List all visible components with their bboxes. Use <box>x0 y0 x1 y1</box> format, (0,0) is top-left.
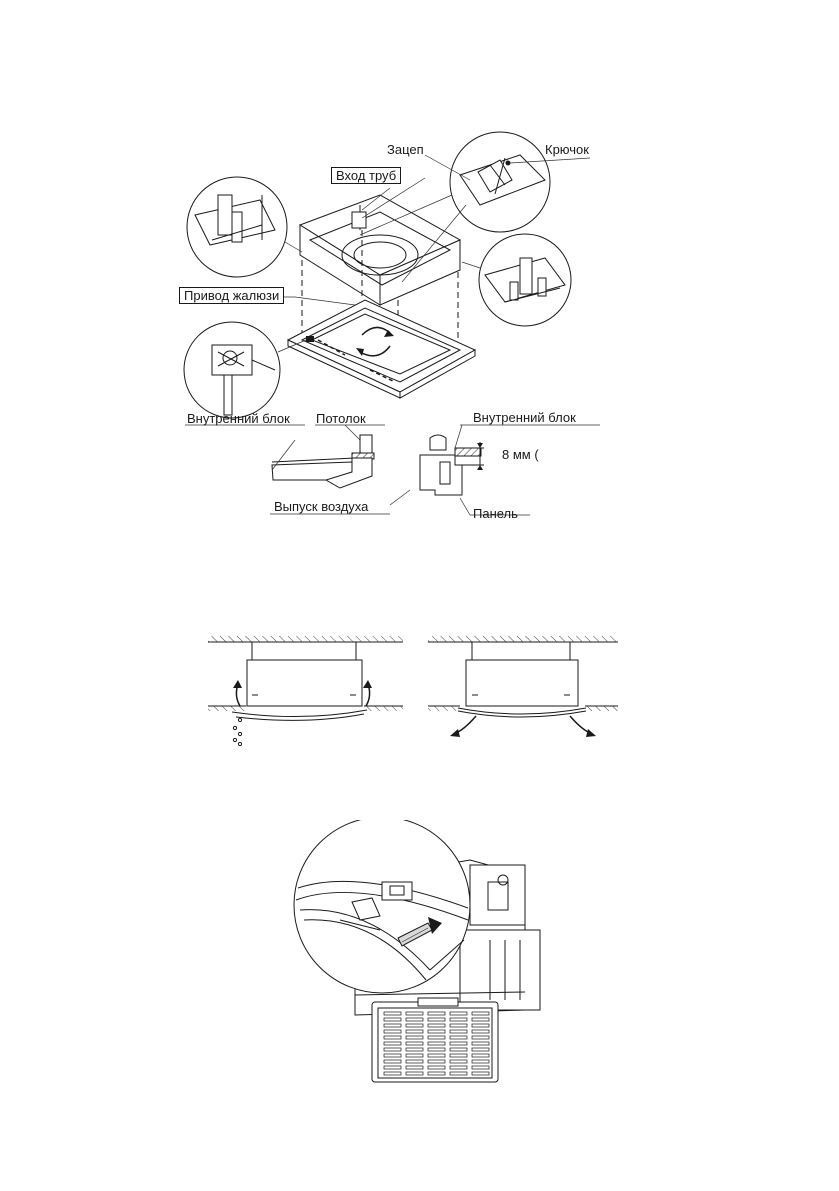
detail-circle-right-middle <box>478 233 572 327</box>
detail-circle-right-top <box>449 131 551 233</box>
grille-drawing <box>371 997 499 1083</box>
figure-grille-attachment <box>0 820 839 1100</box>
label-ceiling: Потолок <box>316 411 366 426</box>
section-gap-drawing <box>419 424 600 516</box>
panel-mounting-drawing <box>180 131 600 516</box>
label-gap-8mm: 8 мм ( <box>502 447 539 462</box>
detail-circle-left-bottom <box>183 321 281 419</box>
label-hook: Крючок <box>545 142 589 157</box>
label-indoor-unit-right: Внутренний блок <box>473 410 576 425</box>
grille-attachment-drawing <box>293 820 541 1083</box>
label-pipe-inlet: Вход труб <box>331 167 402 184</box>
label-air-outlet: Выпуск воздуха <box>274 499 369 514</box>
detail-circle-left-top <box>186 176 288 278</box>
decorative-panel-drawing <box>286 299 477 399</box>
label-panel: Панель <box>473 506 518 521</box>
magnified-detail-drawing <box>293 820 471 994</box>
label-indoor-unit-left: Внутренний блок <box>187 411 290 426</box>
indoor-unit-drawing <box>298 194 462 306</box>
correct-installation-drawing <box>428 636 618 737</box>
label-hook-catch: Зацеп <box>387 142 424 157</box>
label-louver-drive: Привод жалюзи <box>179 287 285 304</box>
figure-panel-mounting: Зацеп Крючок Вход труб Привод жалюзи Вну… <box>0 0 839 540</box>
figure-airflow-comparison <box>0 620 839 750</box>
airflow-comparison-drawing <box>208 636 618 747</box>
section-ceiling-drawing <box>185 424 411 515</box>
incorrect-installation-drawing <box>208 636 403 747</box>
